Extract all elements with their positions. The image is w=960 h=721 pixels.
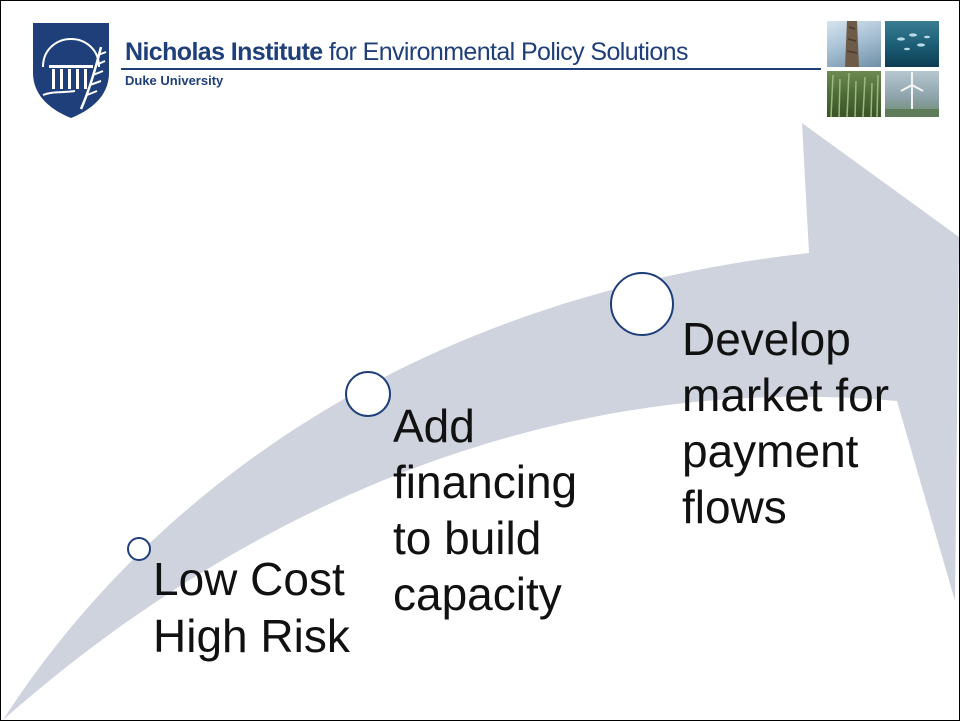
step-2-line-2: financing xyxy=(393,456,578,509)
curved-arrow xyxy=(3,123,959,720)
institute-title-rest: for Environmental Policy Solutions xyxy=(322,38,689,66)
ocean-fish-photo xyxy=(885,21,939,67)
wind-turbine-photo xyxy=(885,71,939,117)
step-2-line-1: Add xyxy=(393,400,475,452)
institute-title-bold: Nicholas Institute xyxy=(125,38,323,66)
step-2-line-4: capacity xyxy=(393,568,562,621)
step-1-line-1: Low Cost xyxy=(153,553,345,605)
header-rule xyxy=(121,68,821,70)
step-label-3: Develop market for payment flows xyxy=(682,311,889,535)
tree-trunk-photo xyxy=(827,21,881,67)
step-circle-2 xyxy=(345,371,391,417)
step-label-2: Add financing to build capacity xyxy=(393,398,577,622)
institute-title: Nicholas Institute for Environmental Pol… xyxy=(125,37,688,67)
step-3-line-1: Develop xyxy=(682,313,851,365)
step-3-line-2: market for xyxy=(682,369,890,422)
photo-collage xyxy=(827,21,941,119)
step-circle-3 xyxy=(610,272,674,336)
university-name: Duke University xyxy=(125,73,224,88)
step-3-line-3: payment xyxy=(682,425,859,478)
duke-shield-logo-icon xyxy=(33,23,109,118)
step-3-line-4: flows xyxy=(682,481,787,534)
step-1-line-2: High Risk xyxy=(153,610,350,663)
step-label-1: Low Cost High Risk xyxy=(153,551,350,665)
step-2-line-3: to build xyxy=(393,512,542,565)
grassland-photo xyxy=(827,71,881,117)
step-circle-1 xyxy=(127,537,151,561)
